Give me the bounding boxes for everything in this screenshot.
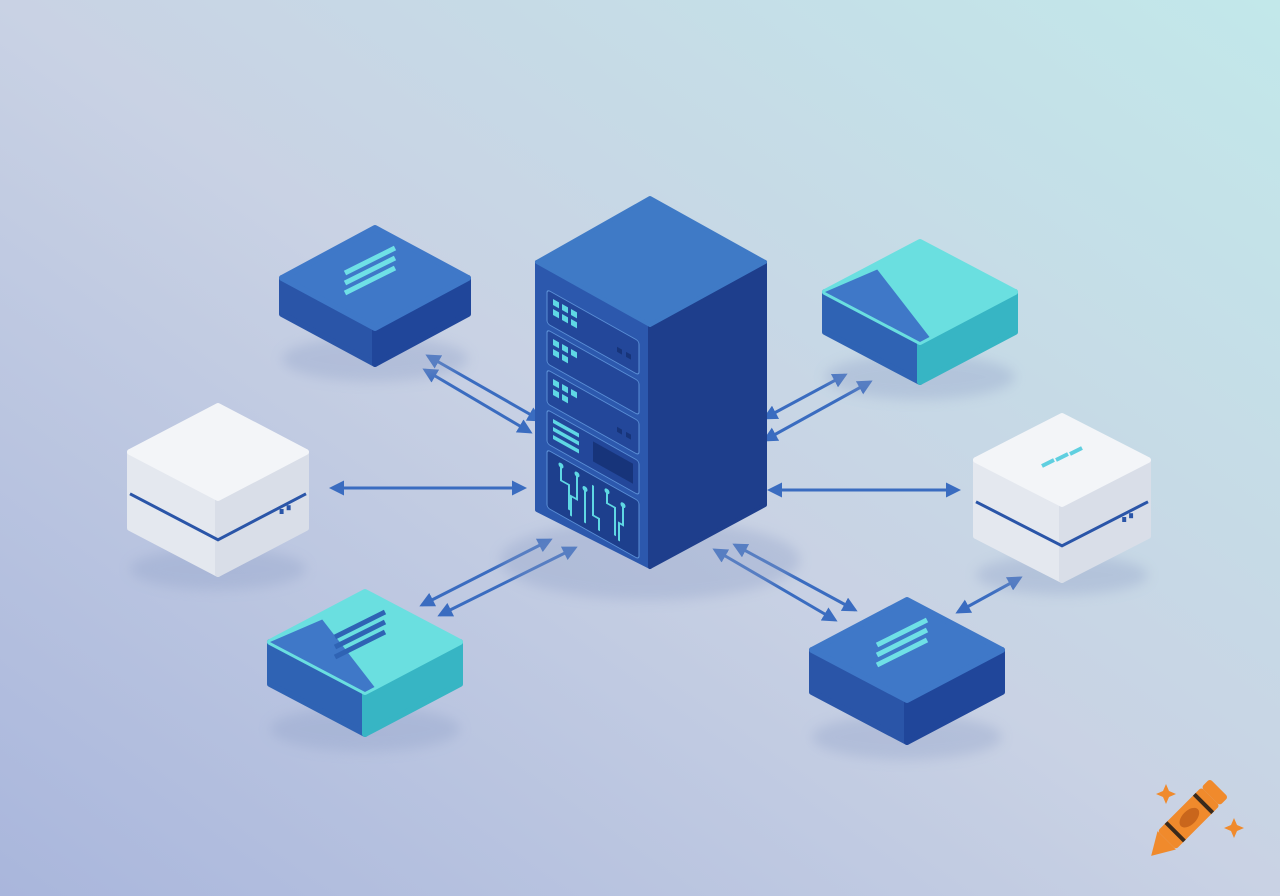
node-bottom-right (809, 597, 1005, 760)
node-bottom-left (267, 589, 463, 752)
bidirectional-arrow (422, 368, 533, 434)
server-rack-icon (500, 196, 800, 600)
node-top-left (279, 225, 471, 382)
crayon-logo-icon (1151, 780, 1227, 856)
nodes (127, 225, 1151, 760)
node-top-right (822, 239, 1018, 400)
sparkle-icon (1224, 818, 1244, 838)
white-device-icon (973, 413, 1151, 507)
sparkle-icon (1156, 784, 1176, 804)
node-right (973, 413, 1151, 595)
rack-units (546, 290, 640, 559)
node-left (127, 403, 309, 590)
white-device-icon (127, 403, 309, 501)
